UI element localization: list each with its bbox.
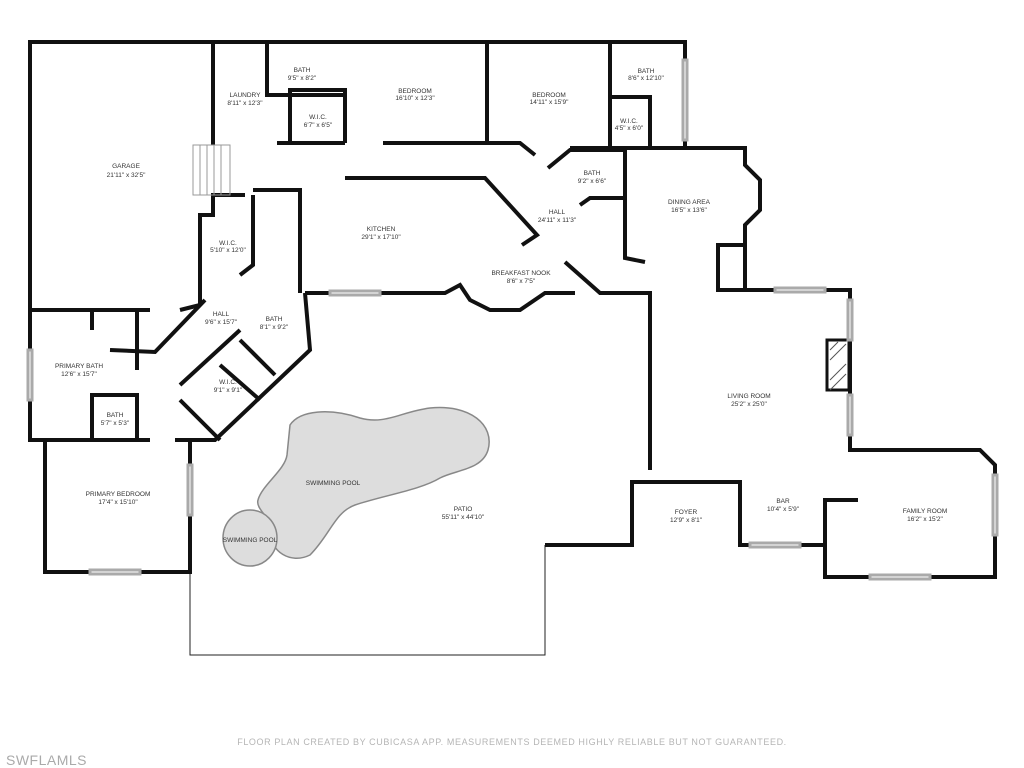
svg-text:PRIMARY BATH: PRIMARY BATH bbox=[55, 363, 103, 370]
footer-disclaimer: FLOOR PLAN CREATED BY CUBICASA APP. MEAS… bbox=[237, 737, 787, 747]
svg-text:W.I.C.: W.I.C. bbox=[219, 379, 237, 386]
svg-text:KITCHEN: KITCHEN bbox=[367, 226, 396, 233]
svg-text:5'7" x 5'3": 5'7" x 5'3" bbox=[101, 420, 130, 427]
svg-text:6'7" x 6'5": 6'7" x 6'5" bbox=[304, 122, 333, 129]
svg-text:BAR: BAR bbox=[776, 498, 790, 505]
svg-text:16'5" x 13'6": 16'5" x 13'6" bbox=[671, 207, 707, 214]
svg-text:24'11" x 11'3": 24'11" x 11'3" bbox=[538, 217, 577, 224]
svg-text:HALL: HALL bbox=[549, 209, 566, 216]
svg-text:9'1" x 9'1": 9'1" x 9'1" bbox=[214, 387, 243, 394]
svg-text:DINING AREA: DINING AREA bbox=[668, 199, 711, 206]
swimming-pool-main bbox=[257, 406, 490, 559]
watermark: SWFLAMLS bbox=[6, 752, 88, 768]
svg-text:W.I.C.: W.I.C. bbox=[309, 114, 327, 121]
svg-text:BATH: BATH bbox=[266, 316, 283, 323]
svg-text:SWIMMING POOL: SWIMMING POOL bbox=[306, 480, 361, 487]
svg-text:BATH: BATH bbox=[638, 68, 655, 75]
svg-text:LAUNDRY: LAUNDRY bbox=[230, 92, 262, 99]
svg-text:PRIMARY BEDROOM: PRIMARY BEDROOM bbox=[86, 491, 151, 498]
svg-text:14'11" x 15'9": 14'11" x 15'9" bbox=[530, 99, 569, 106]
svg-text:FOYER: FOYER bbox=[675, 509, 698, 516]
svg-text:FAMILY ROOM: FAMILY ROOM bbox=[903, 508, 948, 515]
svg-text:LIVING ROOM: LIVING ROOM bbox=[727, 393, 770, 400]
svg-text:5'10" x 12'0": 5'10" x 12'0" bbox=[210, 247, 246, 254]
svg-text:9'2" x 6'6": 9'2" x 6'6" bbox=[578, 178, 607, 185]
svg-text:8'11" x 12'3": 8'11" x 12'3" bbox=[227, 100, 263, 107]
svg-text:BEDROOM: BEDROOM bbox=[398, 88, 432, 95]
svg-text:25'2" x 25'0": 25'2" x 25'0" bbox=[731, 401, 767, 408]
svg-text:8'6" x 7'5": 8'6" x 7'5" bbox=[507, 278, 536, 285]
svg-text:10'4" x 5'9": 10'4" x 5'9" bbox=[767, 506, 800, 513]
svg-text:8'1" x 9'2": 8'1" x 9'2" bbox=[260, 324, 289, 331]
svg-text:SWIMMING POOL: SWIMMING POOL bbox=[223, 537, 278, 544]
svg-text:BREAKFAST NOOK: BREAKFAST NOOK bbox=[491, 270, 551, 277]
stairs bbox=[192, 144, 231, 196]
svg-text:16'2" x 15'2": 16'2" x 15'2" bbox=[907, 516, 943, 523]
svg-text:17'4" x 15'10": 17'4" x 15'10" bbox=[98, 499, 138, 506]
svg-text:8'6" x 12'10": 8'6" x 12'10" bbox=[628, 75, 664, 82]
svg-text:HALL: HALL bbox=[213, 311, 230, 318]
svg-text:21'11" x 32'5": 21'11" x 32'5" bbox=[107, 172, 146, 179]
svg-text:12'6" x 15'7": 12'6" x 15'7" bbox=[61, 371, 97, 378]
svg-text:12'9" x 8'1": 12'9" x 8'1" bbox=[670, 517, 703, 524]
svg-text:BATH: BATH bbox=[584, 170, 601, 177]
room-name: GARAGE bbox=[112, 163, 140, 170]
svg-text:4'5" x 6'0": 4'5" x 6'0" bbox=[615, 125, 644, 132]
windows bbox=[26, 58, 999, 581]
svg-text:16'10" x 12'3": 16'10" x 12'3" bbox=[395, 95, 435, 102]
swimming-pool-spa bbox=[222, 509, 278, 567]
walls bbox=[28, 40, 997, 579]
svg-text:29'1" x 17'10": 29'1" x 17'10" bbox=[361, 234, 401, 241]
svg-text:BEDROOM: BEDROOM bbox=[532, 92, 566, 99]
svg-text:9'6" x 15'7": 9'6" x 15'7" bbox=[205, 319, 238, 326]
fireplace bbox=[825, 338, 851, 392]
svg-text:BATH: BATH bbox=[294, 67, 311, 74]
svg-text:W.I.C.: W.I.C. bbox=[620, 118, 638, 125]
svg-text:9'5" x 8'2": 9'5" x 8'2" bbox=[288, 75, 317, 82]
svg-text:55'11" x 44'10": 55'11" x 44'10" bbox=[442, 514, 485, 521]
svg-text:BATH: BATH bbox=[107, 412, 124, 419]
svg-text:W.I.C.: W.I.C. bbox=[219, 240, 237, 247]
svg-text:PATIO: PATIO bbox=[454, 506, 473, 513]
